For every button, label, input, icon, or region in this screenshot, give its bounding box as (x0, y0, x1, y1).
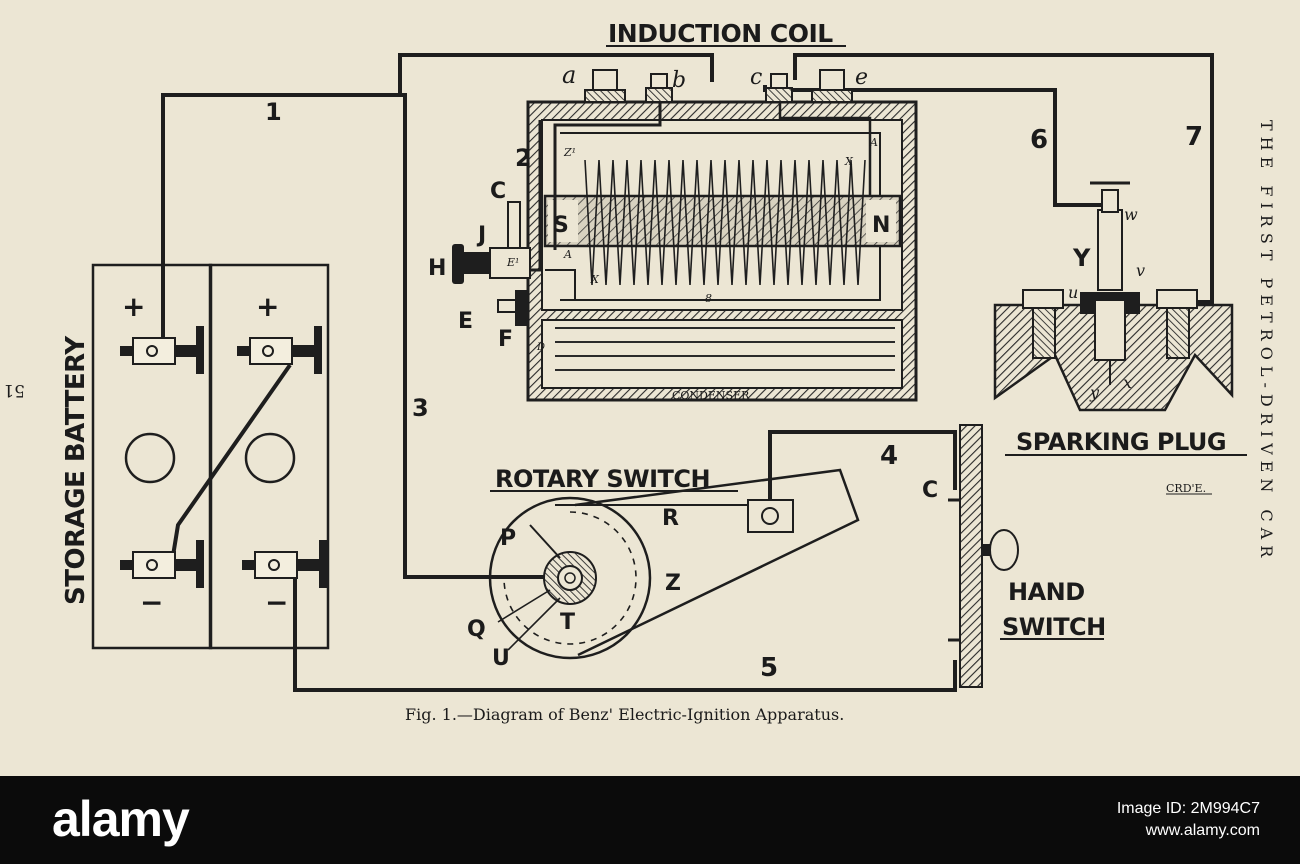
plug-letter-x: x (1123, 373, 1132, 392)
storage-battery (91, 263, 330, 650)
wire-number-1: 1 (265, 98, 282, 126)
secondary-winding (584, 159, 866, 286)
rotary-switch (488, 468, 860, 660)
wires (161, 53, 1214, 692)
figure-caption: Fig. 1.—Diagram of Benz' Electric-Igniti… (405, 705, 844, 724)
alamy-logo[interactable]: alamy (52, 791, 190, 847)
coil-letter-E: E (458, 309, 473, 334)
rotary-switch-title: ROTARY SWITCH (495, 465, 710, 493)
coil-letter-S: S (553, 213, 569, 238)
terminal-c: c (750, 65, 762, 90)
hand-switch-title-1: HAND (1008, 578, 1085, 606)
wire-number-6: 6 (1030, 125, 1048, 155)
battery-terminal (120, 540, 204, 588)
condenser-label: CONDENSER (672, 389, 750, 402)
coil-letter-C: C (490, 179, 506, 204)
coil-letter-F: F (498, 327, 513, 352)
coil-letter-A-right: A (869, 136, 878, 149)
coil-letter-D: D (536, 342, 545, 353)
switch-letter-U: U (492, 646, 510, 671)
wire-1 (161, 93, 400, 345)
hand-switch-title-2: SWITCH (1002, 613, 1106, 641)
wire-number-3: 3 (412, 394, 429, 422)
interrupter (452, 201, 531, 326)
battery-sign-minus-right: − (265, 586, 288, 619)
wire-number-4: 4 (880, 441, 898, 471)
coil-letter-Z1: Z¹ (563, 146, 576, 159)
battery-terminal (120, 326, 204, 374)
terminal-a: a (562, 61, 576, 89)
plug-letter-y: y (1089, 383, 1100, 402)
wire-number-2: 2 (515, 144, 532, 172)
induction-coil-title: INDUCTION COIL (608, 19, 833, 48)
sparking-plug-title: SPARKING PLUG (1016, 428, 1226, 456)
wire-3 (385, 93, 560, 579)
wire-5 (293, 565, 957, 692)
battery-terminal (242, 540, 327, 588)
wire-battery-link (170, 363, 292, 563)
plug-letter-w: w (1124, 205, 1138, 224)
wire-number-5: 5 (760, 653, 778, 683)
image-id: Image ID: 2M994C7 (1116, 800, 1260, 817)
hand-switch (948, 424, 1019, 688)
side-title: THE FIRST PETROL-DRIVEN CAR (1257, 120, 1276, 563)
ignition-diagram: INDUCTION COIL SPARKING PLUG ROTARY SWIT… (3, 19, 1276, 724)
battery-sign-minus-left: − (140, 586, 163, 619)
coil-letter-H: H (428, 256, 446, 281)
coil-letter-N: N (872, 213, 890, 238)
wire-4 (768, 430, 957, 505)
condenser-plates (555, 327, 895, 371)
sparking-plug (993, 181, 1234, 412)
battery-terminal (237, 326, 322, 374)
battery-sign-plus-left: + (122, 290, 145, 323)
terminal-b: b (672, 68, 686, 93)
signature: CRD'E. (1166, 482, 1206, 495)
plug-letter-Y: Y (1072, 244, 1091, 272)
switch-letter-R: R (662, 506, 679, 531)
coil-letter-E1: E¹ (506, 256, 519, 269)
coil-terminals (584, 69, 853, 103)
site-url[interactable]: www.alamy.com (1145, 822, 1260, 839)
terminal-e: e (855, 65, 868, 90)
switch-letter-Z: Z (665, 571, 681, 596)
induction-coil (452, 69, 918, 402)
coil-letter-X-left: X (590, 273, 600, 286)
coil-letter-J: J (476, 223, 486, 248)
image-code: Image ID: 2M994C7 www.alamy.com (1117, 798, 1260, 842)
stock-footer: alamy Image ID: 2M994C7 www.alamy.com (0, 776, 1300, 864)
wire-7-right (793, 53, 1214, 304)
wire-7 (398, 53, 714, 95)
page-number: 51 (3, 380, 25, 400)
switch-letter-Q: Q (467, 617, 486, 642)
coil-letter-8: 8 (705, 292, 712, 305)
hand-switch-letter-C: C (922, 478, 938, 503)
switch-letter-T: T (560, 610, 575, 635)
switch-letter-P: P (500, 526, 516, 551)
coil-letter-A-left: A (563, 248, 572, 261)
wire-number-7: 7 (1185, 122, 1203, 152)
storage-battery-title: STORAGE BATTERY (61, 335, 91, 605)
battery-sign-plus-right: + (256, 290, 279, 323)
plug-letter-u: u (1068, 283, 1078, 302)
coil-letter-X-right: X (844, 155, 854, 168)
plug-letter-v: v (1136, 261, 1145, 280)
